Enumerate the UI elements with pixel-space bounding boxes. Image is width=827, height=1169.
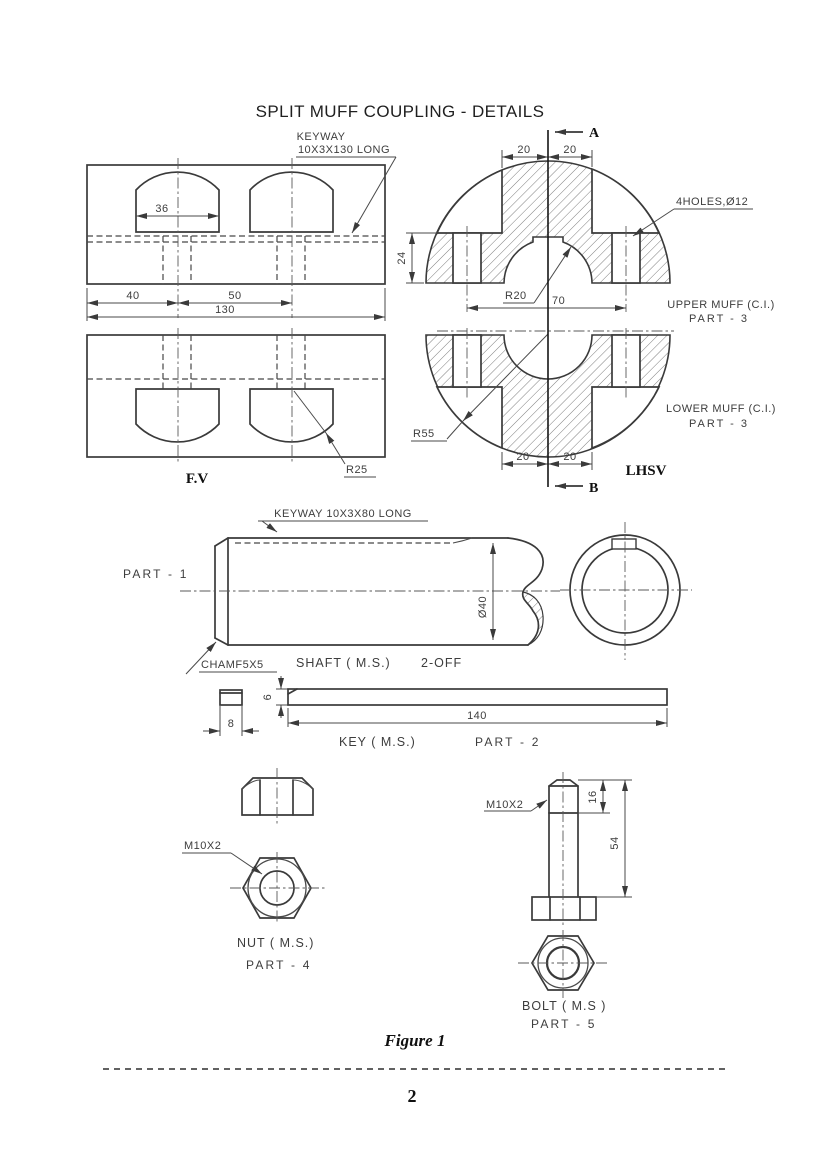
shaft-keyway-note: KEYWAY 10X3X80 LONG: [274, 508, 412, 520]
shaft-chamfer-note: CHAMF5X5: [201, 659, 264, 671]
upper-muff-body: [86, 164, 386, 285]
nut-plan-hex: [242, 857, 312, 919]
dim-r55: R55: [413, 428, 435, 440]
side-view-label: LHSV: [626, 463, 667, 479]
shaft-break-lens: [522, 591, 544, 646]
nut-part-label: PART - 4: [246, 958, 312, 972]
side-view-upper-muff: 20 20 24 R20 70: [396, 144, 671, 312]
holes-note: 4HOLES,Ø12: [676, 196, 748, 208]
dim-130: 130: [215, 304, 235, 316]
shaft-qty: 2-OFF: [421, 656, 462, 670]
dim-20-bottom-left: 20: [516, 451, 529, 463]
dim-boss-radius: R25: [346, 464, 368, 476]
bolt-thread-section: [548, 779, 579, 814]
bolt-head: [531, 896, 597, 921]
side-view-lower-muff: R55 20 20 LHSV: [411, 328, 674, 479]
dim-dia40: Ø40: [477, 596, 489, 618]
dim-key-length: 140: [467, 710, 487, 722]
bolt-title: BOLT ( M.S ): [522, 999, 606, 1013]
upper-left-pocket: [435, 168, 503, 234]
upper-muff-part: PART - 3: [689, 313, 749, 325]
key-bar: [287, 688, 668, 706]
lower-muff-part: PART - 3: [689, 418, 749, 430]
dim-20-bottom-right: 20: [563, 451, 576, 463]
upper-muff-title: UPPER MUFF (C.I.): [667, 299, 775, 311]
lower-left-pocket: [435, 386, 503, 450]
page-number: 2: [408, 1086, 417, 1106]
shaft-title: SHAFT ( M.S.): [296, 656, 391, 670]
nut-title: NUT ( M.S.): [237, 936, 314, 950]
shaft-keyway-notch: [611, 538, 637, 550]
boss-left-inv: [135, 388, 220, 443]
dim-key-thickness: 6: [262, 694, 274, 701]
front-view-lower-muff: R25 F.V: [86, 328, 386, 487]
dim-20-top-left: 20: [517, 144, 530, 156]
shaft-part-label: PART - 1: [123, 567, 189, 581]
boss-right-inv: [249, 388, 334, 443]
figure-caption: Figure 1: [384, 1031, 446, 1050]
dim-r20: R20: [505, 290, 527, 302]
upper-right-pocket: [591, 167, 661, 234]
nut-view: M10X2 NUT ( M.S.) PART - 4: [182, 768, 325, 972]
shaft-view: Ø40 PART - 1 KEYWAY 10X3X80 LONG CHAMF5X…: [123, 508, 692, 675]
dim-50: 50: [228, 290, 241, 302]
dim-bolt-shank-length: 54: [609, 836, 621, 849]
bolt-thread-note: M10X2: [486, 799, 523, 811]
page-title: SPLIT MUFF COUPLING - DETAILS: [256, 102, 545, 121]
dim-40: 40: [126, 290, 139, 302]
boss-left: [135, 171, 220, 233]
dim-bolt-thread-length: 16: [587, 790, 599, 803]
dim-70: 70: [552, 295, 565, 307]
section-mark-a: A: [589, 126, 600, 141]
key-view: 8 6 140 KEY ( M.S.) PART - 2: [203, 676, 668, 749]
nut-thread-note: M10X2: [184, 840, 221, 852]
bolt-part-label: PART - 5: [531, 1017, 597, 1031]
bolt-view: M10X2 16 54 BOLT ( M.S ) PART - 5: [484, 772, 632, 1031]
key-end-view: [219, 689, 243, 706]
lower-muff-title: LOWER MUFF (C.I.): [666, 403, 776, 415]
lower-right-pocket: [591, 386, 661, 450]
dim-boss-width: 36: [155, 203, 168, 215]
shaft-end-view: [560, 522, 692, 660]
lower-muff-body: [86, 334, 386, 458]
side-view-notes: 4HOLES,Ø12 UPPER MUFF (C.I.) PART - 3 LO…: [632, 196, 776, 430]
section-line-ab: A B: [547, 126, 600, 496]
nut-side-view: [241, 777, 314, 816]
dim-key-width: 8: [228, 718, 235, 730]
section-mark-b: B: [589, 481, 598, 496]
front-view-label: F.V: [186, 471, 209, 487]
page-footer: Figure 1 2: [103, 1031, 728, 1106]
dim-20-top-right: 20: [563, 144, 576, 156]
front-view-upper-muff: 36 40 50 130 KEYWAY 10X3X130 LONG: [86, 131, 397, 321]
keyway-note-line1: KEYWAY: [297, 131, 346, 143]
key-title: KEY ( M.S.): [339, 735, 416, 749]
keyway-note-line2: 10X3X130 LONG: [298, 144, 390, 156]
dim-24: 24: [396, 251, 408, 264]
key-part-label: PART - 2: [475, 735, 541, 749]
boss-right: [249, 171, 334, 233]
